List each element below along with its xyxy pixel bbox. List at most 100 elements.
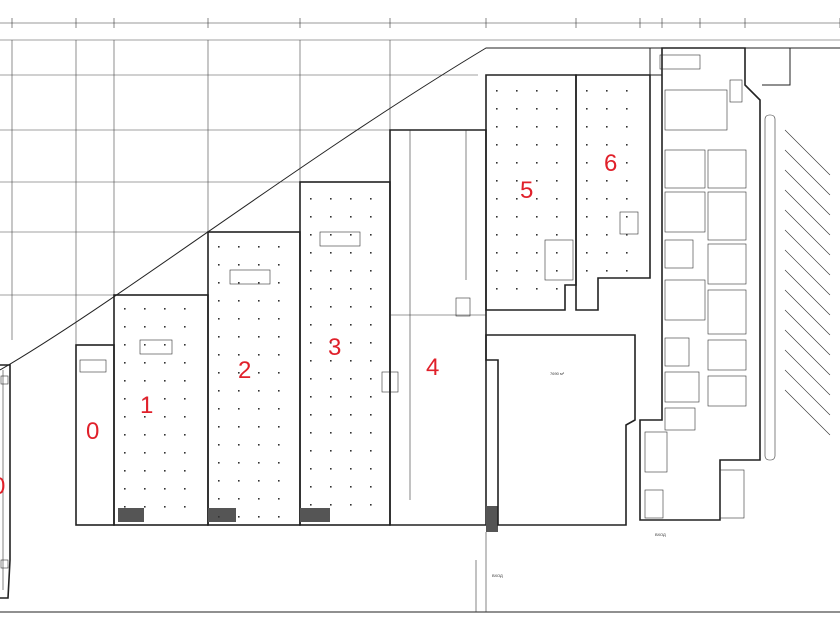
column-dot: [330, 306, 332, 308]
column-dot: [164, 398, 166, 400]
column-dot: [536, 288, 538, 290]
column-dot: [350, 378, 352, 380]
column-dot: [310, 486, 312, 488]
column-dot: [258, 444, 260, 446]
svg-text:7690 м²: 7690 м²: [550, 371, 565, 376]
column-dot: [164, 470, 166, 472]
column-dot: [144, 506, 146, 508]
column-dot: [536, 144, 538, 146]
zone-6-label: 6: [604, 150, 617, 177]
building-zone-0-left: [0, 364, 11, 599]
column-dot: [278, 282, 280, 284]
zone-1-label: 1: [140, 392, 153, 419]
column-dot: [626, 252, 628, 254]
column-dot: [124, 434, 126, 436]
column-dot: [516, 234, 518, 236]
column-dot: [144, 434, 146, 436]
column-dot: [310, 342, 312, 344]
column-dot: [310, 216, 312, 218]
column-dot: [516, 144, 518, 146]
svg-text:ВХОД: ВХОД: [492, 573, 503, 578]
column-dot: [238, 336, 240, 338]
column-dot: [496, 216, 498, 218]
column-dot: [258, 282, 260, 284]
column-dot: [496, 108, 498, 110]
column-dot: [606, 198, 608, 200]
column-dot: [330, 378, 332, 380]
column-dot: [370, 216, 372, 218]
column-dot: [586, 270, 588, 272]
column-dot: [350, 468, 352, 470]
column-dot: [350, 414, 352, 416]
column-dot: [124, 380, 126, 382]
column-dot: [330, 450, 332, 452]
column-dot: [370, 396, 372, 398]
column-dot: [350, 306, 352, 308]
column-dot: [556, 252, 558, 254]
column-dot: [370, 234, 372, 236]
building-zone-1: [113, 294, 209, 526]
column-dot: [330, 396, 332, 398]
column-dot: [184, 452, 186, 454]
column-dot: [516, 126, 518, 128]
column-dot: [238, 498, 240, 500]
column-dot: [370, 468, 372, 470]
column-dot: [556, 90, 558, 92]
column-dot: [164, 452, 166, 454]
column-dot: [330, 414, 332, 416]
column-dot: [536, 162, 538, 164]
column-dot: [310, 324, 312, 326]
column-dot: [516, 180, 518, 182]
column-dot: [626, 126, 628, 128]
column-dot: [330, 360, 332, 362]
column-dot: [350, 360, 352, 362]
column-dot: [330, 342, 332, 344]
column-dot: [278, 264, 280, 266]
building-zone-6: [575, 74, 651, 311]
column-dot: [218, 318, 220, 320]
column-dot: [278, 300, 280, 302]
column-dot: [350, 450, 352, 452]
column-dot: [218, 354, 220, 356]
column-dot: [164, 416, 166, 418]
column-dot: [310, 396, 312, 398]
column-dot: [370, 306, 372, 308]
column-dot: [218, 390, 220, 392]
zone-3-label: 3: [328, 334, 341, 361]
column-dot: [350, 342, 352, 344]
column-dot: [278, 408, 280, 410]
column-dot: [258, 462, 260, 464]
column-dot: [536, 180, 538, 182]
column-dot: [238, 354, 240, 356]
column-dot: [184, 398, 186, 400]
column-dot: [258, 300, 260, 302]
column-dot: [278, 498, 280, 500]
column-dot: [184, 362, 186, 364]
column-dot: [310, 270, 312, 272]
column-dot: [310, 504, 312, 506]
column-dot: [144, 362, 146, 364]
column-dot: [626, 270, 628, 272]
column-dot: [124, 452, 126, 454]
column-dot: [626, 90, 628, 92]
column-dot: [536, 108, 538, 110]
column-dot: [278, 246, 280, 248]
column-dot: [516, 252, 518, 254]
column-dot: [536, 216, 538, 218]
column-dot: [350, 252, 352, 254]
column-dot: [278, 390, 280, 392]
column-dot: [124, 326, 126, 328]
column-dot: [310, 432, 312, 434]
column-dot: [516, 288, 518, 290]
column-dot: [586, 144, 588, 146]
column-dot: [626, 198, 628, 200]
column-dot: [606, 180, 608, 182]
road: ВХОД: [0, 532, 840, 613]
column-dot: [606, 162, 608, 164]
column-dot: [238, 390, 240, 392]
column-dot: [164, 344, 166, 346]
column-dot: [370, 378, 372, 380]
column-dot: [238, 462, 240, 464]
column-dot: [258, 372, 260, 374]
column-dot: [258, 480, 260, 482]
